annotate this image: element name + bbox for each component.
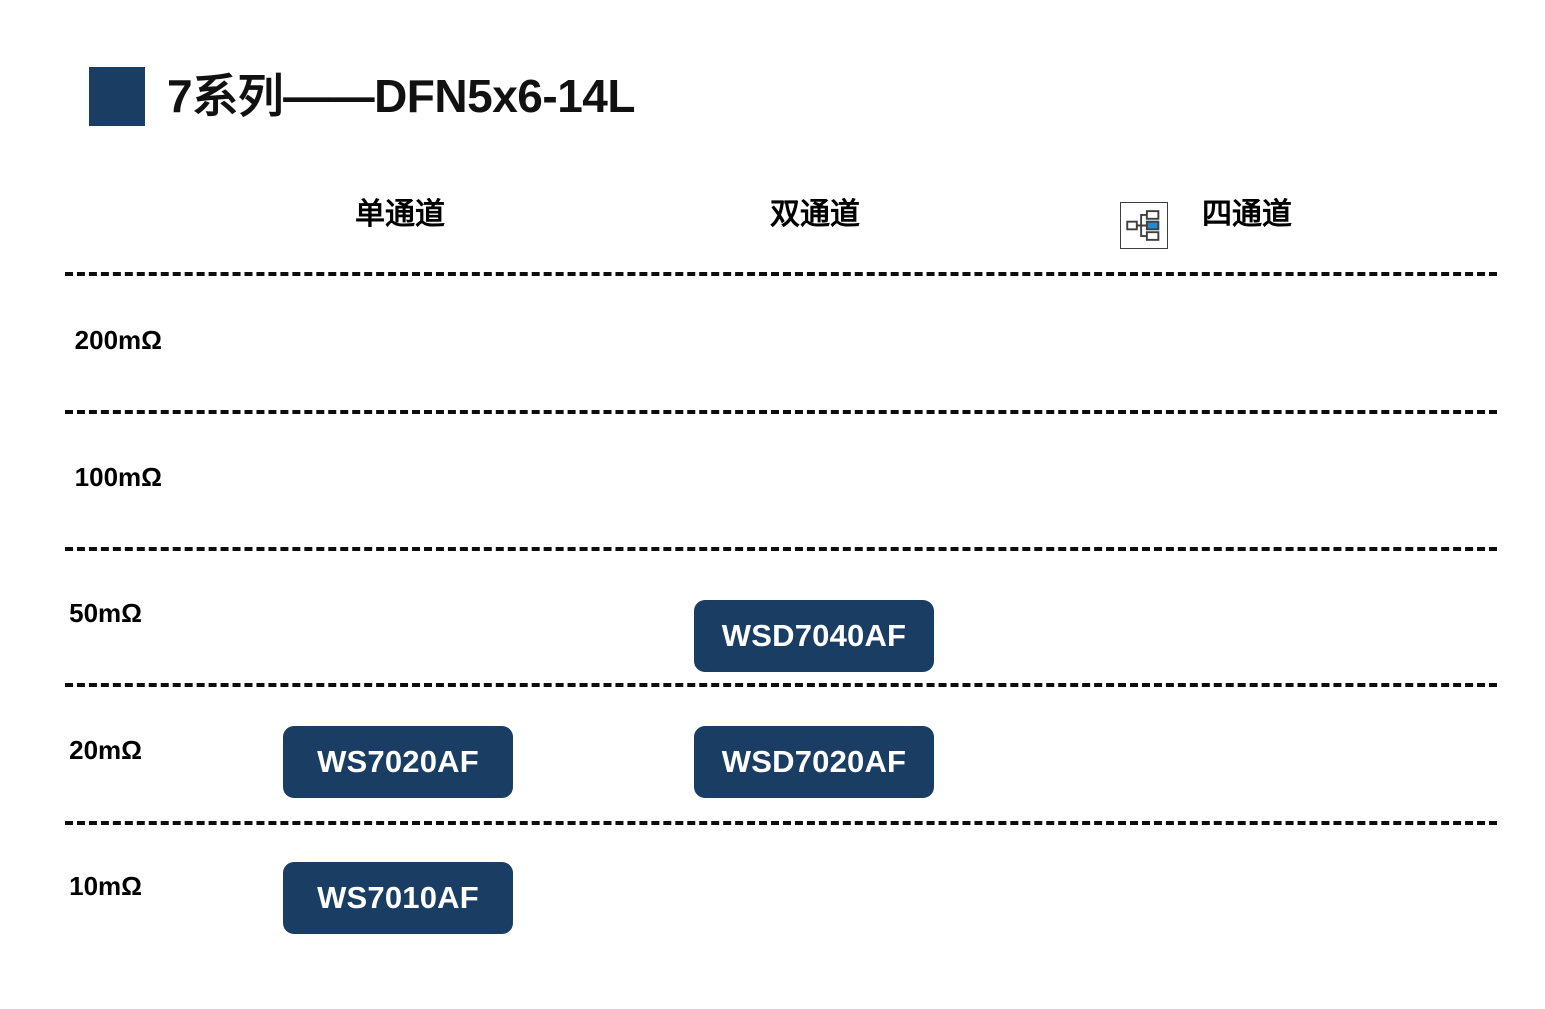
row-label-20mohm: 20mΩ [69,735,142,765]
part-badge-wsd7020af[interactable]: WSD7020AF [694,726,934,798]
row-label-50mohm: 50mΩ [69,598,142,628]
column-header-single-channel: 单通道 [355,198,445,231]
part-badge-ws7010af[interactable]: WS7010AF [283,862,513,934]
divider-line [65,547,1497,551]
title-marker-square [89,66,145,126]
column-header-quad-channel: 四通道 [1202,198,1292,231]
divider-line [65,683,1497,687]
divider-line [65,410,1497,414]
part-badge-wsd7040af[interactable]: WSD7040AF [694,600,934,672]
page-title: 7系列——DFN5x6-14L [89,62,635,130]
part-badge-ws7020af[interactable]: WS7020AF [283,726,513,798]
column-header-dual-channel: 双通道 [770,198,860,231]
org-chart-icon [1120,202,1168,249]
row-label-100mohm: 100mΩ [74,462,162,492]
title-text: 7系列——DFN5x6-14L [167,70,635,122]
divider-line [65,272,1497,276]
divider-line [65,821,1497,825]
row-label-200mohm: 200mΩ [74,325,162,355]
row-label-10mohm: 10mΩ [69,871,142,901]
